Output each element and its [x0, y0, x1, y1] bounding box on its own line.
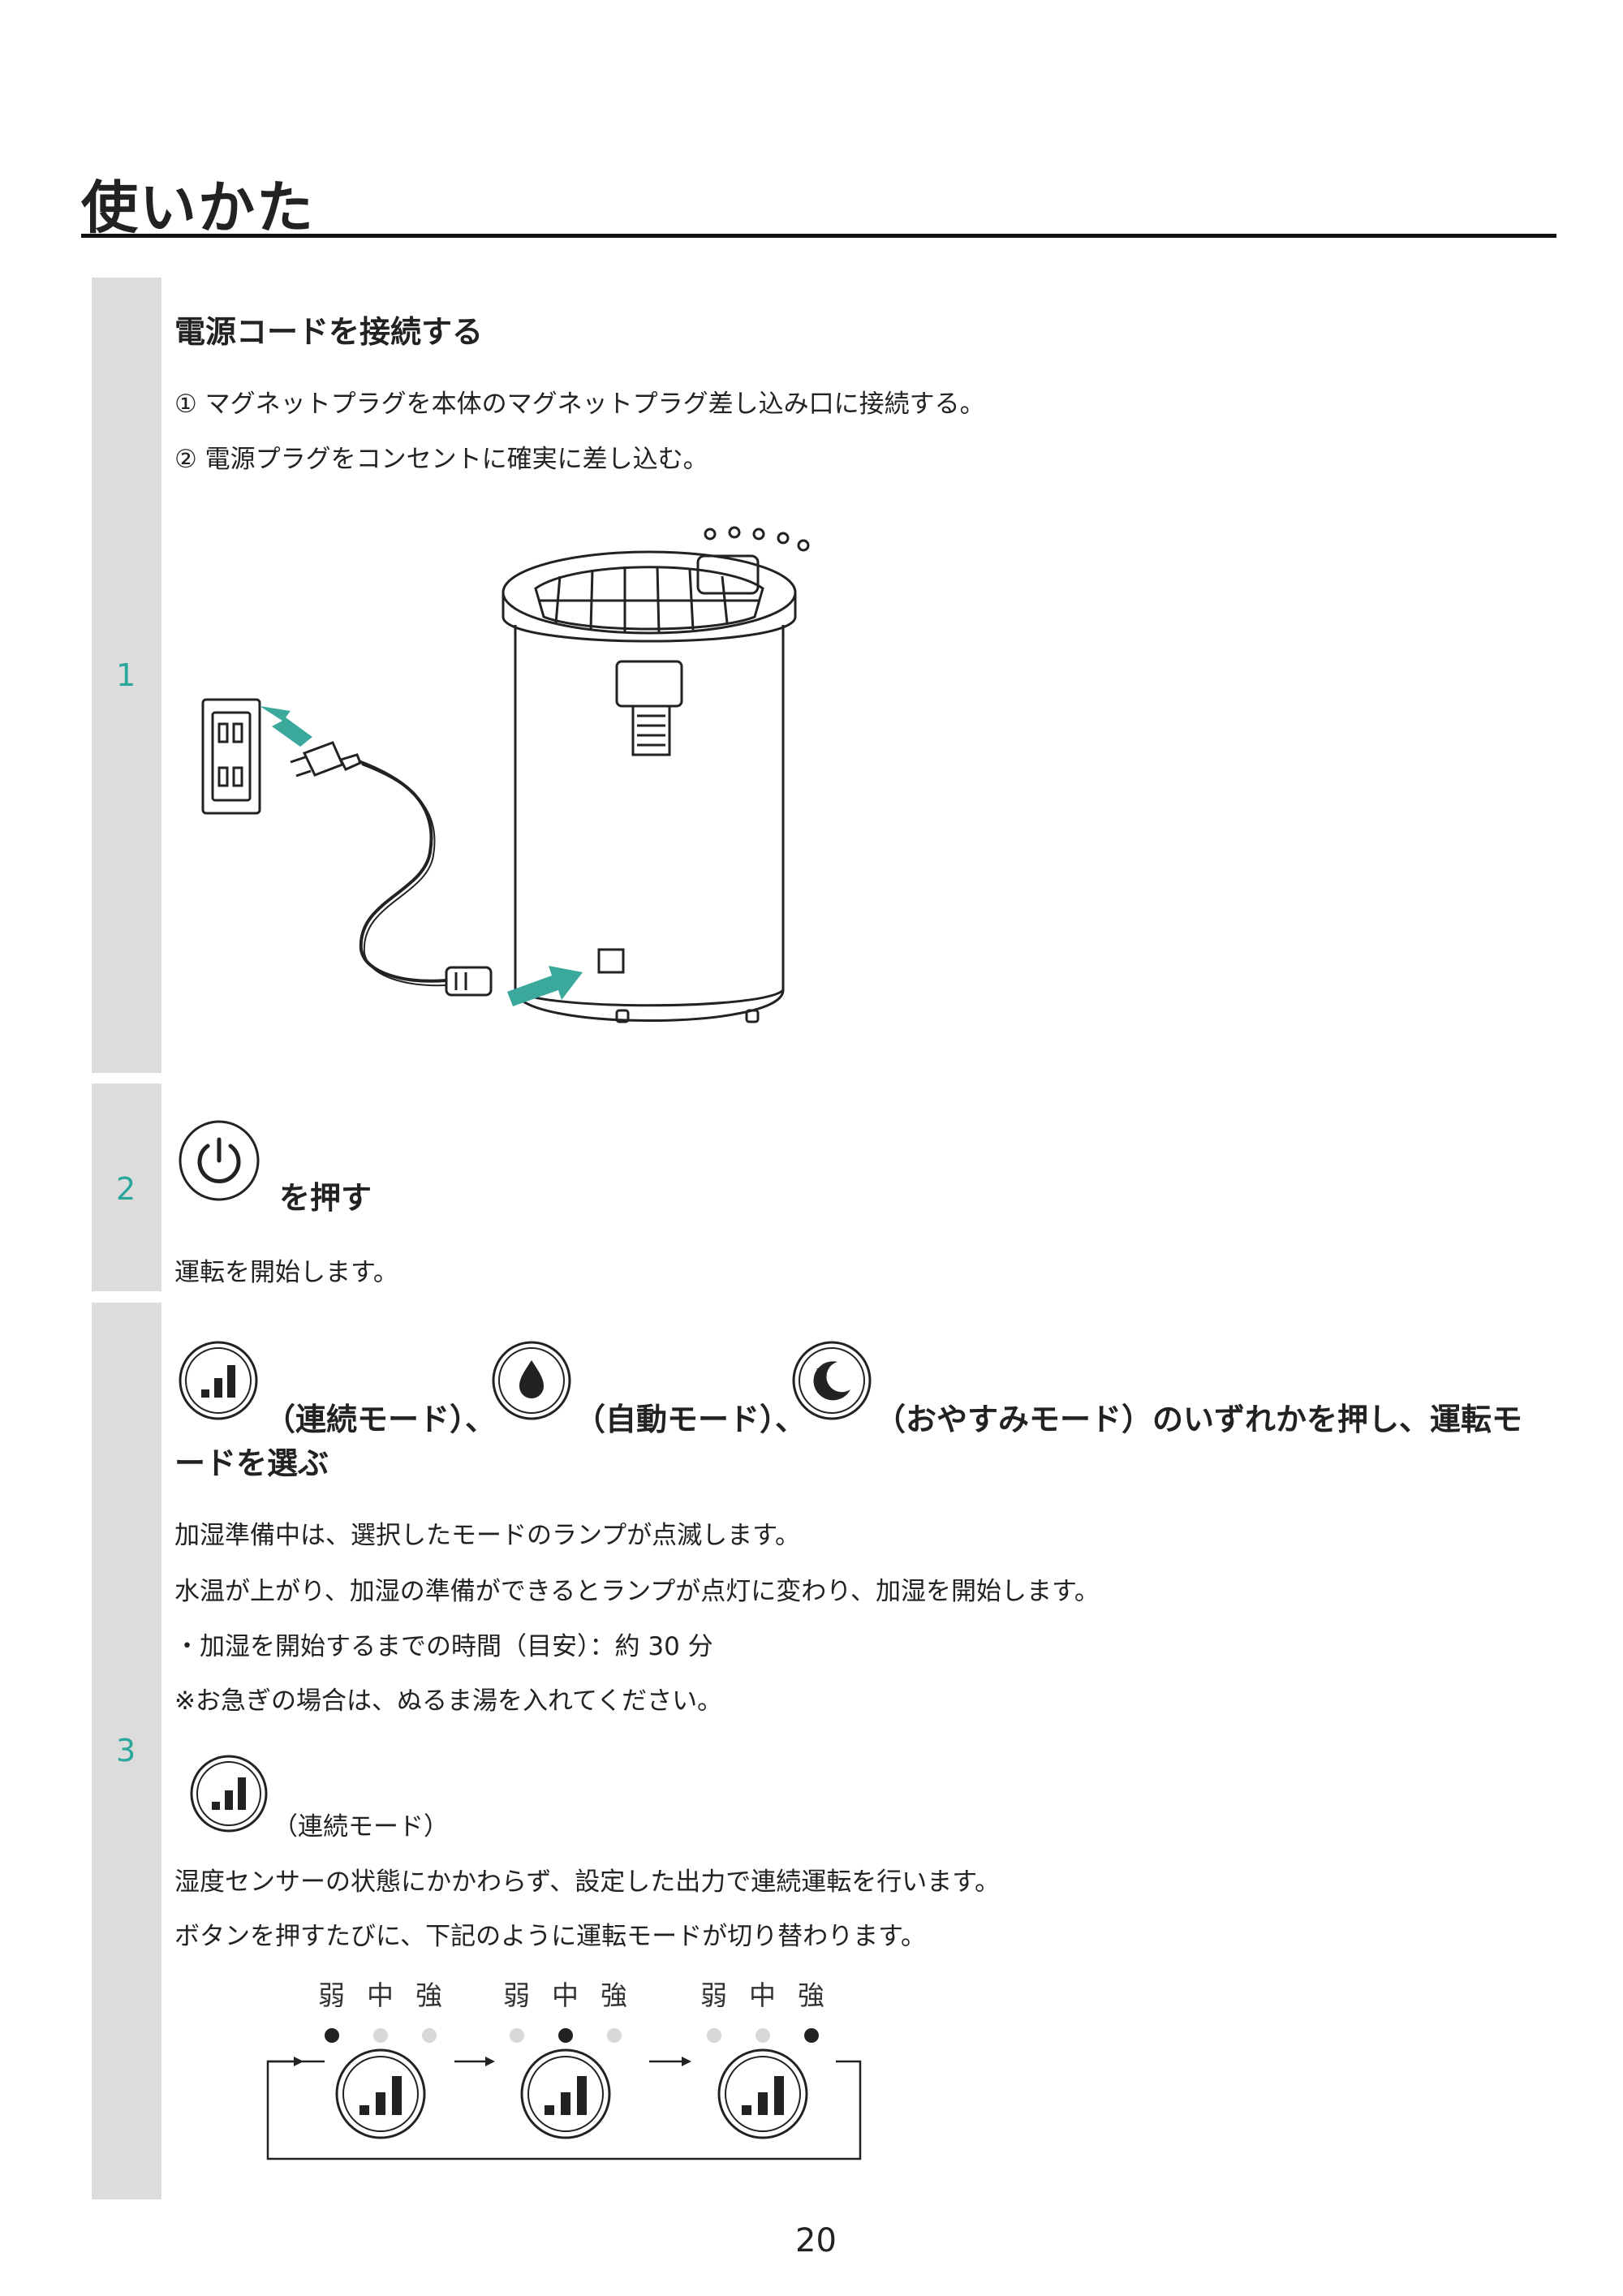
- level-label-weak-2: 弱: [503, 1979, 530, 2011]
- arrow-to-socket-icon: [507, 966, 583, 1006]
- mode-cycle-diagram: [266, 2028, 862, 2160]
- indicator-dot-off: [707, 2028, 721, 2043]
- level-label-weak-1: 弱: [318, 1979, 345, 2011]
- indicator-dot-on: [558, 2028, 573, 2043]
- level-label-strong-3: 強: [798, 1979, 824, 2011]
- control-panel: [696, 554, 760, 595]
- page-number: 20: [795, 2222, 837, 2259]
- level-label-strong-2: 強: [601, 1979, 627, 2011]
- humidifier-connection-illustration: [201, 526, 810, 1023]
- continuous-line-1: 湿度センサーの状態にかかわらず、設定した出力で連続運転を行います。: [174, 1867, 1001, 1897]
- level-label-mid-3: 中: [749, 1979, 776, 2011]
- step-3-number: 3: [116, 1733, 136, 1768]
- indicator-dot-on: [325, 2028, 339, 2043]
- continuous-mode-icon-small: [190, 1755, 268, 1833]
- indicator-dot-off: [510, 2028, 524, 2043]
- level-label-strong-1: 強: [415, 1979, 442, 2011]
- arrow-head-icon: [485, 2057, 495, 2066]
- step-1-heading: 電源コードを接続する: [174, 314, 484, 350]
- wall-outlet-icon: [201, 698, 261, 815]
- step-1-bar: [92, 278, 161, 1073]
- continuous-button-weak: [335, 2048, 426, 2139]
- step-1-line-1: ① マグネットプラグを本体のマグネットプラグ差し込み口に接続する。: [174, 390, 985, 419]
- step-2-number: 2: [116, 1171, 136, 1207]
- step-2-body: 運転を開始します。: [174, 1258, 398, 1287]
- step-2-bar: [92, 1083, 161, 1291]
- page-title: 使いかた: [81, 174, 315, 241]
- step-3-heading-part-4: ードを選ぶ: [174, 1445, 329, 1481]
- step-2-heading: を押す: [279, 1180, 372, 1216]
- power-button-icon: [179, 1120, 260, 1201]
- auto-mode-icon: [492, 1341, 571, 1420]
- continuous-mode-icon: [179, 1341, 258, 1420]
- level-label-weak-3: 弱: [700, 1979, 727, 2011]
- level-label-mid-1: 中: [367, 1979, 394, 2011]
- step-3-line-2: 水温が上がり、加湿の準備ができるとランプが点灯に変わり、加湿を開始します。: [174, 1577, 1100, 1606]
- step-1-line-2: ② 電源プラグをコンセントに確実に差し込む。: [174, 445, 708, 474]
- continuous-mode-label: （連続モード）: [273, 1812, 449, 1842]
- continuous-line-2: ボタンを押すたびに、下記のように運転モードが切り替わります。: [174, 1922, 926, 1951]
- water-tank-latch: [615, 660, 683, 708]
- step-3-line-1: 加湿準備中は、選択したモードのランプが点滅します。: [174, 1521, 800, 1550]
- title-underline: [81, 234, 1556, 238]
- magnet-plug-icon: [445, 966, 493, 997]
- step-3-heading-part-1: （連続モード）、: [265, 1402, 497, 1437]
- arrow-head-icon: [682, 2057, 691, 2066]
- step-3-line-3: ・加湿を開始するまでの時間（目安）：約 30 分: [174, 1632, 713, 1661]
- indicator-dot-off: [422, 2028, 437, 2043]
- continuous-button-mid: [520, 2048, 611, 2139]
- step-3-heading-part-2: （自動モード）、: [575, 1402, 807, 1437]
- magnet-socket: [597, 948, 625, 974]
- indicator-dot-on: [804, 2028, 819, 2043]
- indicator-dot-off: [756, 2028, 770, 2043]
- step-3-bar: [92, 1303, 161, 2199]
- arrow-head-icon: [294, 2057, 304, 2066]
- continuous-button-strong: [717, 2048, 808, 2139]
- step-1-number: 1: [116, 657, 136, 693]
- step-3-heading-part-3: （おやすみモード）のいずれかを押し、運転モ: [875, 1402, 1523, 1437]
- level-label-mid-2: 中: [552, 1979, 579, 2011]
- indicator-dot-off: [373, 2028, 388, 2043]
- indicator-dot-off: [607, 2028, 622, 2043]
- step-3-line-4: ※お急ぎの場合は、ぬるま湯を入れてください。: [174, 1686, 723, 1716]
- sleep-mode-icon: [792, 1341, 872, 1420]
- arrow-to-outlet-icon: [260, 706, 312, 747]
